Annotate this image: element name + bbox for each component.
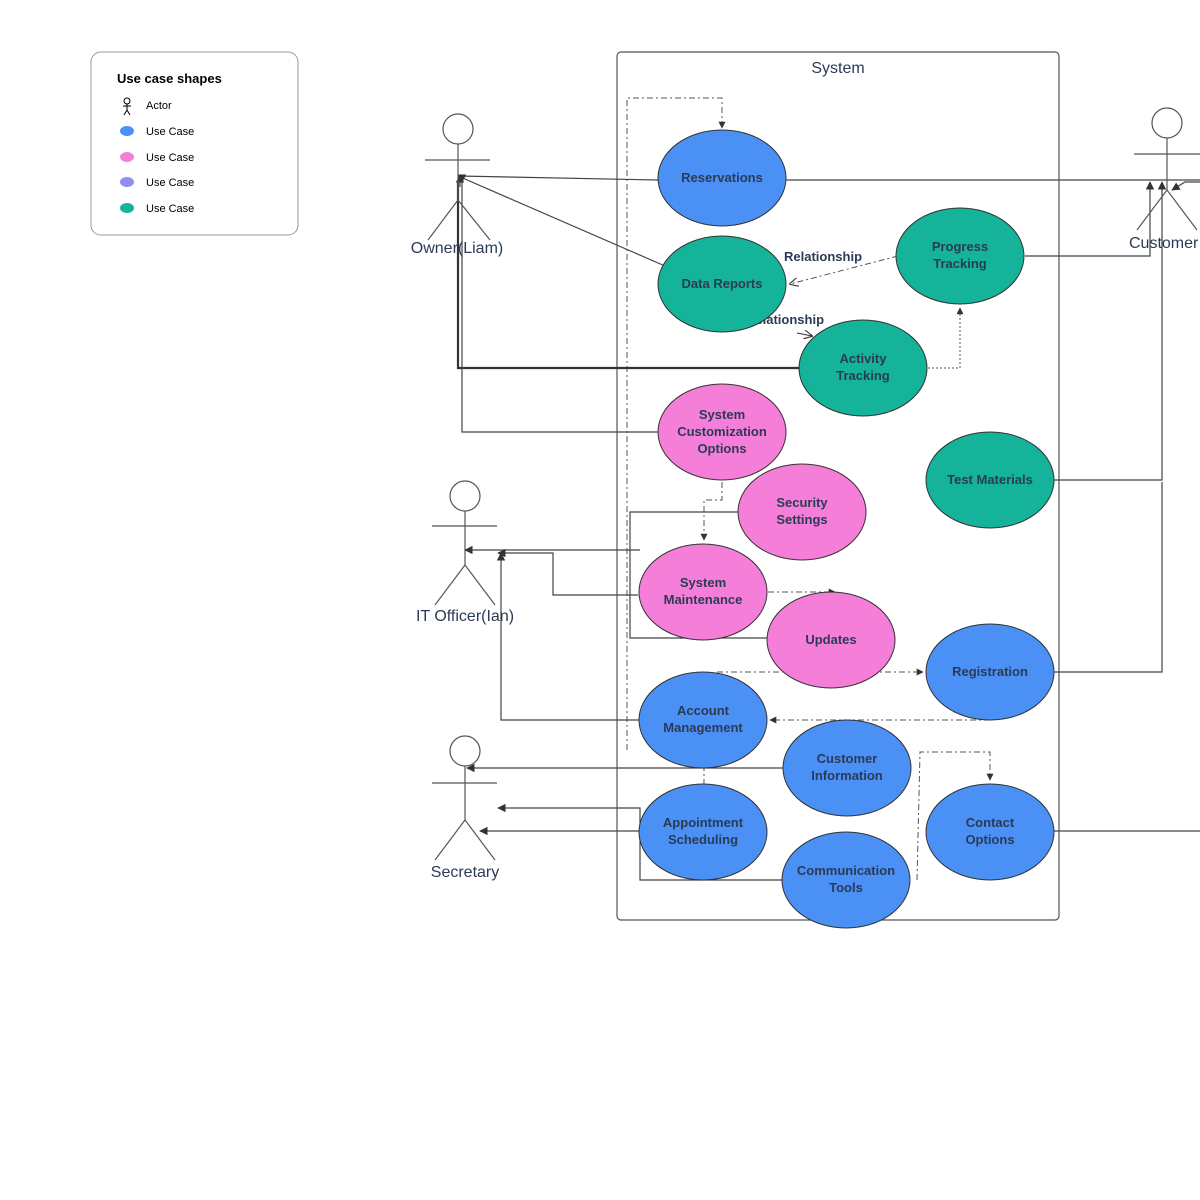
svg-text:System: System [699,407,745,422]
relationship-label-1: Relationship [784,249,862,264]
svg-text:Information: Information [811,768,883,783]
svg-text:Progress: Progress [932,239,988,254]
connector-activity-progress [928,307,964,369]
use-case-progress-tracking[interactable]: Progress Tracking [895,207,1025,305]
svg-text:Security: Security [776,495,828,510]
svg-text:Customer: Customer [817,751,878,766]
legend-item-use-case-purple: Use Case [146,177,194,189]
connector-communication-contact [916,751,994,881]
use-case-test-materials[interactable]: Test Materials [925,431,1055,529]
use-case-communication-tools[interactable]: Communication Tools [781,831,911,929]
use-case-registration[interactable]: Registration [925,623,1055,721]
svg-text:Tools: Tools [829,880,863,895]
use-case-contact-options[interactable]: Contact Options [925,783,1055,881]
connectors [455,97,1200,881]
svg-text:Scheduling: Scheduling [668,832,738,847]
legend-item-actor: Actor [146,100,172,112]
actor-customer-label: Customer [1129,235,1199,252]
connector-customization-maintenance [700,482,723,541]
actor-secretary[interactable]: Secretary [431,735,499,881]
actor-it-officer-label: IT Officer(Ian) [416,608,514,625]
svg-text:Options: Options [697,441,746,456]
svg-text:Management: Management [663,720,743,735]
svg-text:Settings: Settings [776,512,827,527]
legend-item-use-case-blue: Use Case [146,126,194,138]
actor-it-officer[interactable]: IT Officer(Ian) [416,480,514,625]
svg-text:Reservations: Reservations [681,170,763,185]
use-case-security-settings[interactable]: Security Settings [737,463,867,561]
use-case-system-customization[interactable]: System Customization Options [657,383,787,481]
svg-text:Test Materials: Test Materials [947,472,1033,487]
svg-text:System: System [680,575,726,590]
assoc-owner-activity [456,182,800,370]
use-case-appointment-scheduling[interactable]: Appointment Scheduling [638,783,768,881]
actor-owner-label: Owner(Liam) [411,240,503,257]
svg-text:Maintenance: Maintenance [664,592,743,607]
svg-text:Customization: Customization [677,424,767,439]
svg-text:Data Reports: Data Reports [682,276,763,291]
assoc-customer-registration [1054,482,1163,673]
svg-text:Contact: Contact [966,815,1015,830]
actor-customer[interactable]: Customer [1129,107,1200,252]
assoc-owner-customization [457,174,658,433]
svg-text:Updates: Updates [805,632,856,647]
legend-item-use-case-teal: Use Case [146,203,194,215]
system-title: System [811,60,864,77]
legend-swatch-pink [120,152,134,162]
legend-swatch-purple [120,177,134,187]
assoc-customer-testmaterials [1054,181,1167,481]
assoc-customer-progress [1025,181,1155,257]
connector-progress-datareports [790,255,899,284]
assoc-owner-reservations [457,175,659,181]
assoc-it-maintenance [497,548,638,596]
svg-text:Communication: Communication [797,863,895,878]
assoc-owner-datareports [457,175,666,267]
legend-swatch-blue [120,126,134,136]
legend-title: Use case shapes [117,71,222,86]
use-case-updates[interactable]: Updates [766,591,896,689]
use-case-reservations[interactable]: Reservations [657,129,787,227]
use-case-data-reports[interactable]: Data Reports [657,235,787,333]
use-case-system-maintenance[interactable]: System Maintenance [638,543,768,641]
legend-panel: Use case shapes Actor Use Case Use Case … [90,51,299,236]
svg-text:Account: Account [677,703,730,718]
svg-text:Tracking: Tracking [933,256,987,271]
assoc-it-account [496,552,640,721]
svg-text:Options: Options [965,832,1014,847]
svg-text:Activity: Activity [840,351,888,366]
legend-item-use-case-pink: Use Case [146,152,194,164]
use-case-customer-information[interactable]: Customer Information [782,719,912,817]
actor-owner[interactable]: Owner(Liam) [411,113,503,257]
actor-secretary-label: Secretary [431,864,499,881]
connector-reservations-include [626,97,726,750]
svg-text:Appointment: Appointment [663,815,744,830]
use-case-account-management[interactable]: Account Management [638,671,768,769]
svg-text:Tracking: Tracking [836,368,890,383]
svg-text:Registration: Registration [952,664,1028,679]
legend-swatch-teal [120,203,134,213]
legend-actor-icon [123,97,131,116]
use-case-activity-tracking[interactable]: Activity Tracking [798,319,928,417]
